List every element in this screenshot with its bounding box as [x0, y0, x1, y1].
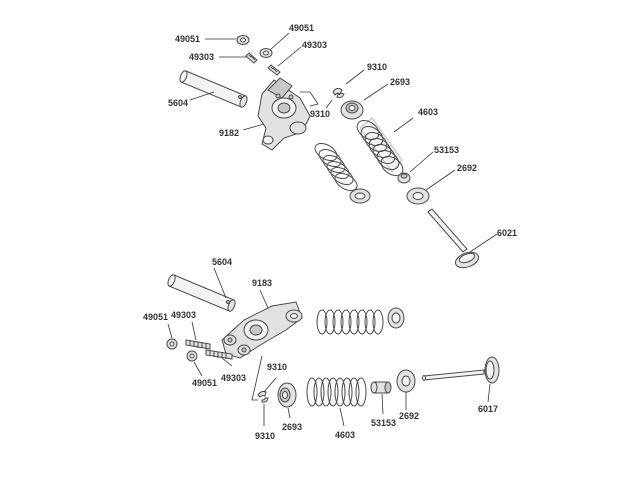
label-top-49051-right: 49051 — [289, 23, 314, 33]
adjuster-nut-top-2 — [259, 48, 273, 58]
label-top-2693: 2693 — [390, 77, 410, 87]
top-assembly — [179, 35, 480, 269]
label-bottom-9310-upper: 9310 — [267, 362, 287, 372]
adjuster-screw-bottom-1 — [185, 339, 211, 350]
label-bottom-49303-left: 49303 — [171, 310, 196, 320]
valve-spring-top-left — [314, 142, 371, 204]
valve-6021 — [427, 208, 480, 269]
valve-spring-bottom-installed — [316, 307, 405, 335]
label-bottom-2692: 2692 — [399, 411, 419, 421]
label-bottom-4603: 4603 — [335, 430, 355, 440]
label-top-5604: 5604 — [168, 98, 188, 108]
spring-retainer-bottom — [277, 382, 297, 408]
spring-retainer-top — [340, 100, 364, 120]
label-top-9310-upper: 9310 — [367, 62, 387, 72]
label-bottom-5604: 5604 — [212, 257, 232, 267]
label-bottom-9310-lower: 9310 — [255, 431, 275, 441]
valve-6017 — [422, 356, 500, 384]
adjuster-nut-bottom-2 — [186, 350, 198, 362]
valve-spring-top-right — [356, 117, 404, 177]
rocker-arm-9183 — [221, 301, 303, 359]
label-bottom-53153: 53153 — [371, 418, 396, 428]
adjuster-screw-top-1 — [245, 52, 258, 64]
spring-seat-top — [406, 187, 430, 205]
adjuster-nut-bottom-1 — [166, 338, 178, 350]
bottom-assembly — [166, 274, 500, 408]
valve-seal-bottom — [370, 381, 392, 394]
part-labels: 49051 49051 49303 49303 9310 2693 9310 5… — [143, 23, 517, 441]
bottom-leaders — [167, 267, 491, 427]
label-top-49051-left: 49051 — [175, 34, 200, 44]
adjuster-screw-bottom-2 — [205, 349, 233, 360]
label-top-9310-lower: 9310 — [310, 109, 330, 119]
valve-cotter-top — [332, 87, 345, 99]
rocker-shaft-top — [179, 70, 248, 108]
rocker-arm-9182 — [257, 77, 311, 151]
label-top-4603: 4603 — [418, 107, 438, 117]
label-top-53153: 53153 — [434, 145, 459, 155]
label-bottom-9183: 9183 — [252, 278, 272, 288]
label-top-49303-left: 49303 — [189, 52, 214, 62]
spring-seat-bottom — [396, 369, 416, 393]
label-top-9182: 9182 — [219, 128, 239, 138]
label-bottom-49051-right: 49051 — [192, 378, 217, 388]
label-bottom-49051-left: 49051 — [143, 312, 168, 322]
valve-seal-top — [397, 172, 411, 184]
adjuster-screw-top-2 — [267, 64, 281, 76]
label-bottom-2693: 2693 — [282, 422, 302, 432]
valve-cotter-bottom — [257, 390, 269, 403]
label-bottom-6017: 6017 — [478, 404, 498, 414]
valve-spring-bottom — [306, 377, 367, 407]
label-top-2692: 2692 — [457, 163, 477, 173]
adjuster-nut-top-1 — [236, 35, 250, 45]
rocker-shaft-bottom — [167, 274, 236, 312]
label-top-6021: 6021 — [497, 228, 517, 238]
label-top-49303-right: 49303 — [302, 40, 327, 50]
label-bottom-49303-right: 49303 — [221, 373, 246, 383]
top-leaders — [189, 32, 498, 253]
